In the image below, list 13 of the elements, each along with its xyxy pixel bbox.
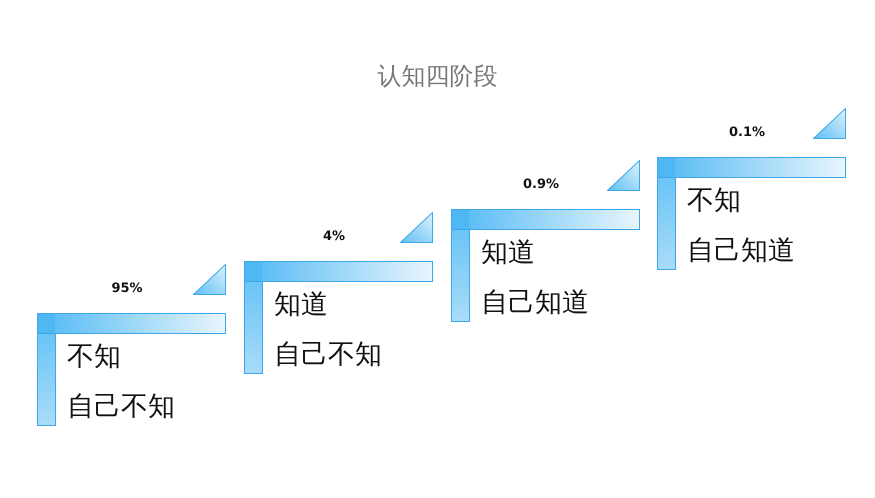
stage-label: 自己不知 (274, 339, 382, 371)
percentage-label: 95% (110, 281, 144, 297)
percentage-label: 0.1% (728, 125, 766, 141)
title: 认知四阶段 (378, 61, 498, 92)
stage-label: 自己知道 (481, 287, 589, 319)
stage-label: 知道 (274, 289, 328, 321)
percentage-label: 0.9% (522, 177, 560, 193)
stage-label: 不知 (687, 185, 741, 217)
stage-label: 知道 (481, 237, 535, 269)
percentage-label: 4% (322, 229, 346, 245)
stage-label: 自己不知 (67, 391, 175, 423)
stage-label: 自己知道 (687, 235, 795, 267)
stage-label: 不知 (67, 341, 121, 373)
